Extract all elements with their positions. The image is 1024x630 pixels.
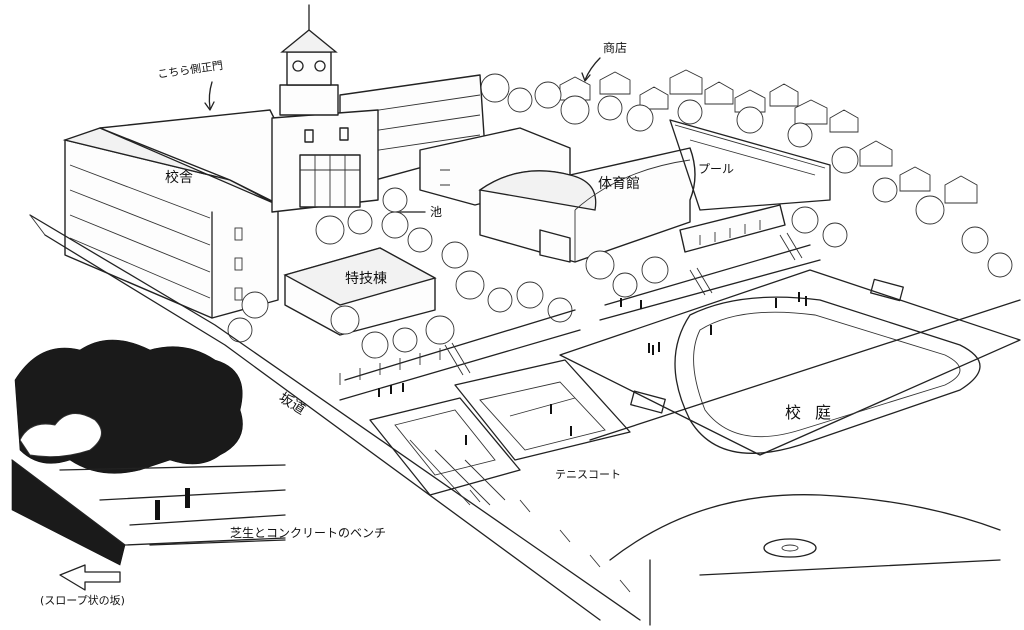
pool-area — [669, 119, 831, 253]
fences — [339, 348, 631, 593]
school-building — [62, 4, 486, 319]
label-gymnasium: 体育館 — [598, 175, 640, 192]
label-front-gate: こちら側正門 — [157, 59, 224, 81]
tree-cluster-top — [480, 73, 1013, 278]
slope-road — [29, 214, 641, 621]
background-houses — [559, 69, 978, 204]
label-pool: プール — [698, 162, 734, 176]
label-special-building: 特技棟 — [345, 271, 387, 287]
tree-cluster-center — [227, 187, 848, 359]
inset-slope-sketch — [11, 339, 286, 591]
arrows — [204, 57, 601, 213]
label-tennis-court: テニスコート — [555, 468, 621, 481]
people — [378, 292, 807, 445]
gymnasium — [478, 147, 696, 263]
special-building — [283, 247, 437, 336]
label-slope-path: 坂道 — [276, 390, 308, 418]
label-schoolyard: 校庭 — [785, 403, 845, 422]
label-slope: (スロープ状の坂) — [40, 593, 125, 607]
tennis-court — [369, 359, 631, 496]
label-pond: 池 — [430, 205, 442, 219]
label-shops: 商店 — [603, 40, 627, 55]
label-benches: 芝生とコンクリートのベンチ — [230, 525, 386, 540]
label-school-building: 校舎 — [165, 169, 193, 186]
baseball-field — [609, 494, 1001, 626]
schoolyard — [559, 269, 1021, 456]
